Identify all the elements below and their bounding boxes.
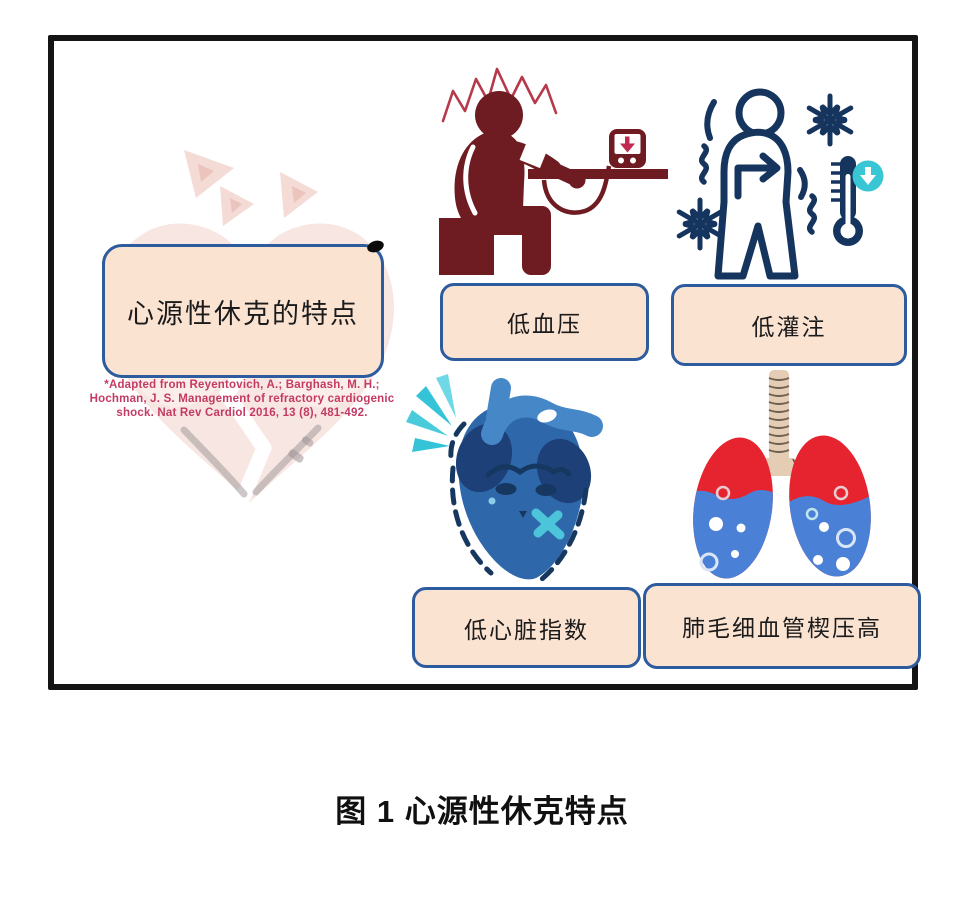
down-arrow-icon <box>860 175 876 185</box>
burst-ray <box>436 374 456 418</box>
main-title-text: 心源性休克的特点 <box>127 298 359 329</box>
crossed-arm <box>734 152 781 200</box>
label-hypotension: 低血压 <box>440 283 649 361</box>
citation-text: *Adapted from Reyentovich, A.; Barghash,… <box>78 379 406 420</box>
eye <box>535 484 557 496</box>
citation-line: Hochman, J. S. Management of refractory … <box>89 392 395 405</box>
snowflake-icon <box>804 94 856 146</box>
tear-drop <box>488 497 496 505</box>
bp-monitor-icon <box>609 129 646 168</box>
main-title-box: 心源性休克的特点 <box>102 244 384 378</box>
fluid-filled-lungs-icon <box>684 370 876 584</box>
temperature-down-badge-icon <box>852 160 884 192</box>
shiver-line <box>807 193 817 235</box>
burst-ray <box>406 410 448 436</box>
label-text: 肺毛细血管楔压高 <box>682 615 882 641</box>
right-lung <box>786 435 876 582</box>
bandage-x-icon <box>531 508 565 540</box>
thermometer-icon <box>831 156 863 246</box>
sad-mouth <box>519 511 527 518</box>
cold-shivering-person-icon <box>672 88 884 280</box>
shiver-line <box>699 143 709 185</box>
label-high-pcwp: 肺毛细血管楔压高 <box>643 583 921 669</box>
label-text: 低心脏指数 <box>464 616 589 643</box>
eye <box>495 483 517 495</box>
sad-blue-heart-icon <box>406 374 603 582</box>
worried-brow <box>485 463 572 478</box>
label-hypoperfusion: 低灌注 <box>671 284 907 366</box>
bp-cuff <box>519 133 551 169</box>
blood-pressure-measurement-icon <box>439 67 668 275</box>
bp-tube <box>541 165 612 215</box>
down-arrow-icon <box>620 143 635 153</box>
label-low-cardiac-index: 低心脏指数 <box>412 587 641 668</box>
burst-ray <box>416 386 452 426</box>
label-text: 低灌注 <box>751 314 827 340</box>
label-text: 低血压 <box>507 311 582 337</box>
figure-caption: 图 1 心源性休克特点 <box>335 794 629 829</box>
stress-lines-icon <box>441 67 558 123</box>
citation-line: shock. Nat Rev Cardiol 2016, 13 (8), 481… <box>116 406 368 419</box>
left-lung <box>684 437 778 584</box>
citation-line: *Adapted from Reyentovich, A.; Barghash,… <box>104 379 380 391</box>
burst-ray <box>412 438 450 452</box>
